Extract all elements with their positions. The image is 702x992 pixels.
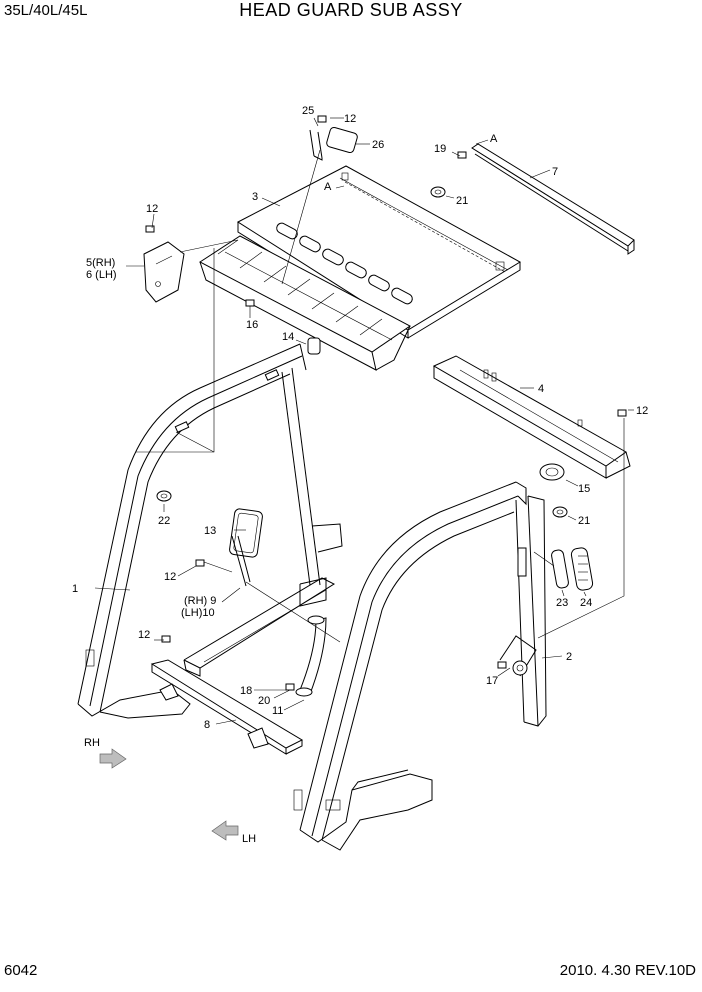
part-7-rail: [471, 143, 635, 255]
callout-12-right: 12: [636, 405, 648, 417]
callout-3: 3: [252, 191, 258, 203]
page-title: HEAD GUARD SUB ASSY: [239, 0, 463, 20]
part-13-mirror: [229, 508, 263, 587]
part-26-mirror-bracket: [309, 126, 358, 161]
callout-5: 5(RH): [86, 257, 115, 269]
callout-24: 24: [580, 597, 592, 609]
callout-12-mid: 12: [164, 571, 176, 583]
lh-direction-label: LH: [242, 833, 256, 845]
callout-10: (LH)10: [181, 607, 215, 619]
page-number: 6042: [4, 962, 38, 979]
reference-a-rail: A: [490, 133, 498, 145]
callout-26: 26: [372, 139, 384, 151]
revision-date: 2010. 4.30 REV.10D: [559, 962, 696, 979]
part-11-grab-handle: [295, 615, 327, 697]
part-8-crossbar: [150, 659, 304, 755]
callout-13: 13: [204, 525, 216, 537]
callout-12-low: 12: [138, 629, 150, 641]
rh-direction-label: RH: [84, 737, 100, 749]
part-5-6-bracket: [143, 241, 185, 303]
floor-cross-member: [183, 577, 336, 677]
roof-slots: [276, 222, 413, 305]
roof-grille: [199, 235, 411, 371]
assembly-dash-lines: [136, 149, 625, 643]
callout-12-top-left: 12: [146, 203, 158, 215]
part-1-rh-frame: [77, 343, 343, 719]
callout-15: 15: [578, 483, 590, 495]
callout-21-top: 21: [456, 195, 468, 207]
callout-12-top: 12: [344, 113, 356, 125]
part-21-grommets: [430, 186, 568, 518]
part-14-clip: [307, 337, 321, 355]
part-24-trim: [570, 547, 594, 591]
part-2-lh-frame: [293, 481, 547, 851]
callout-6: 6 (LH): [86, 269, 117, 281]
callout-8: 8: [204, 719, 210, 731]
leader-lines: [94, 117, 634, 725]
part-4-beam: [432, 355, 631, 479]
callout-7: 7: [552, 166, 558, 178]
part-15-pad: [539, 463, 565, 481]
rh-direction-arrow: [99, 748, 127, 769]
lh-direction-arrow: [211, 820, 239, 841]
callout-14: 14: [282, 331, 294, 343]
callout-19: 19: [434, 143, 446, 155]
callout-22: 22: [158, 515, 170, 527]
callout-25: 25: [302, 105, 314, 117]
reference-a-roof: A: [324, 181, 332, 193]
part-17-fitting: [512, 660, 528, 676]
fastener-bolts: [145, 115, 627, 691]
callout-labels: 1 2 3 4 5(RH) 6 (LH) 7 8 (RH) 9 (LH)10 1…: [72, 105, 648, 845]
model-code: 35L/40L/45L: [4, 2, 88, 19]
callout-9: (RH) 9: [184, 595, 216, 607]
callout-17: 17: [486, 675, 498, 687]
callout-21-mid: 21: [578, 515, 590, 527]
callout-20: 20: [258, 695, 270, 707]
part-23-trim: [551, 549, 569, 589]
callout-2: 2: [566, 651, 572, 663]
callout-4: 4: [538, 383, 544, 395]
callout-1: 1: [72, 583, 78, 595]
callout-16: 16: [246, 319, 258, 331]
callout-11: 11: [272, 705, 283, 717]
part-22-grommet: [156, 490, 172, 502]
callout-23: 23: [556, 597, 568, 609]
callout-18: 18: [240, 685, 252, 697]
